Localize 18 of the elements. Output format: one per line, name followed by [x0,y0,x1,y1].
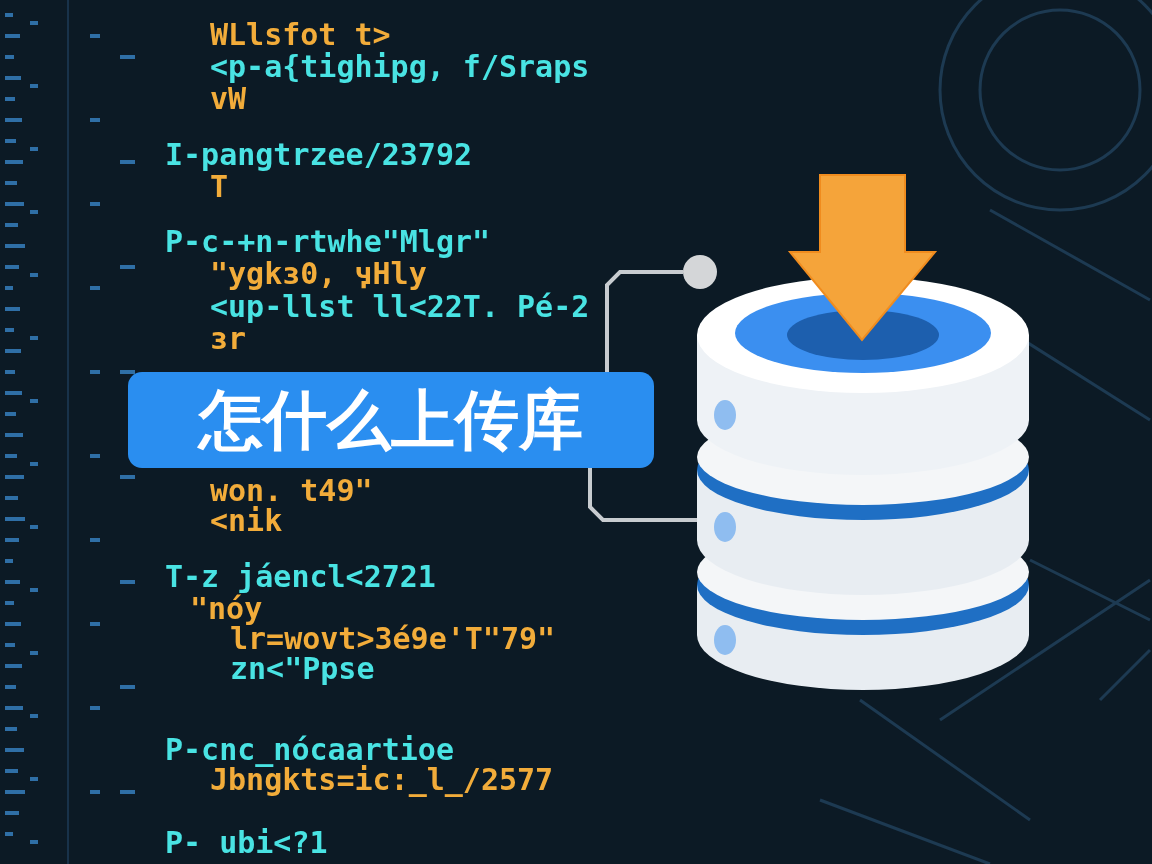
code-line: WLlsfot t> [210,18,391,52]
code-line: <up-llst ll<22T. Pé-2 [210,290,590,324]
code-line: P- ubi<?1 [165,826,328,860]
code-line: зr [210,322,247,356]
code-line: vW [210,82,247,116]
code-line: zn<"Ppse [230,652,375,686]
code-line: <nik [210,504,283,538]
code-line: T-z jáencl<2721 [165,560,436,594]
code-line: "nóy [190,592,263,626]
code-line: <p-a{tighipg, f/Sraps [210,50,590,84]
code-line: P-c-+n-rtwhe"Mlgr" [165,225,491,259]
code-line: "ygkз0, ӌHly [210,257,427,291]
title-box: 怎什么上传库 [128,372,654,468]
connector-dot [683,255,717,289]
code-line: I-pangtrzee/23792 [165,138,473,172]
connector-line [605,270,683,372]
connector-line [588,468,697,522]
code-line: T [210,170,229,204]
